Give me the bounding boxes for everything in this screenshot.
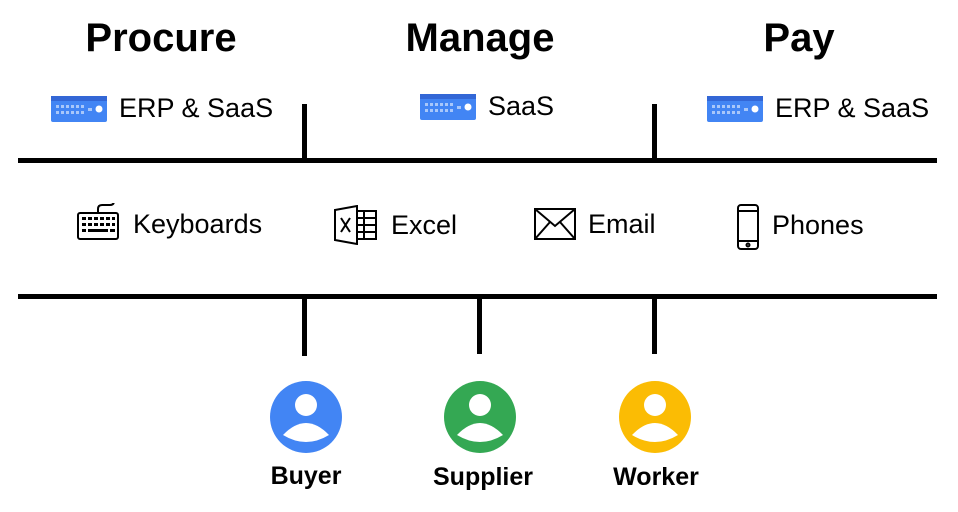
server-icon (707, 96, 763, 122)
envelope-icon (534, 208, 576, 240)
server-icon (51, 96, 107, 122)
actor-connector (477, 296, 482, 354)
actor-label-supplier: Supplier (432, 463, 534, 491)
stage-system-procure: ERP & SaaS (119, 93, 274, 123)
actor-connector (302, 296, 307, 356)
stage-divider (302, 104, 307, 160)
tool-label-keyboards: Keyboards (133, 209, 263, 239)
actor-label-buyer: Buyer (270, 462, 342, 490)
tool-label-email: Email (588, 209, 656, 239)
stage-divider (652, 104, 657, 160)
top-rule (18, 158, 937, 163)
tool-label-phones: Phones (772, 210, 864, 240)
actor-connector (652, 296, 657, 354)
stage-system-manage: SaaS (488, 91, 555, 121)
stage-title-pay: Pay (763, 16, 835, 60)
phone-icon (736, 204, 760, 250)
server-icon (420, 94, 476, 120)
user-avatar-icon (270, 381, 342, 453)
stage-title-procure: Procure (85, 16, 237, 60)
keyboard-icon (76, 203, 120, 243)
actor-label-worker: Worker (613, 463, 699, 491)
excel-icon (333, 205, 379, 245)
user-avatar-icon (619, 381, 691, 453)
stage-title-manage: Manage (405, 16, 555, 60)
tool-label-excel: Excel (391, 210, 458, 240)
stage-system-pay: ERP & SaaS (775, 93, 930, 123)
user-avatar-icon (444, 381, 516, 453)
